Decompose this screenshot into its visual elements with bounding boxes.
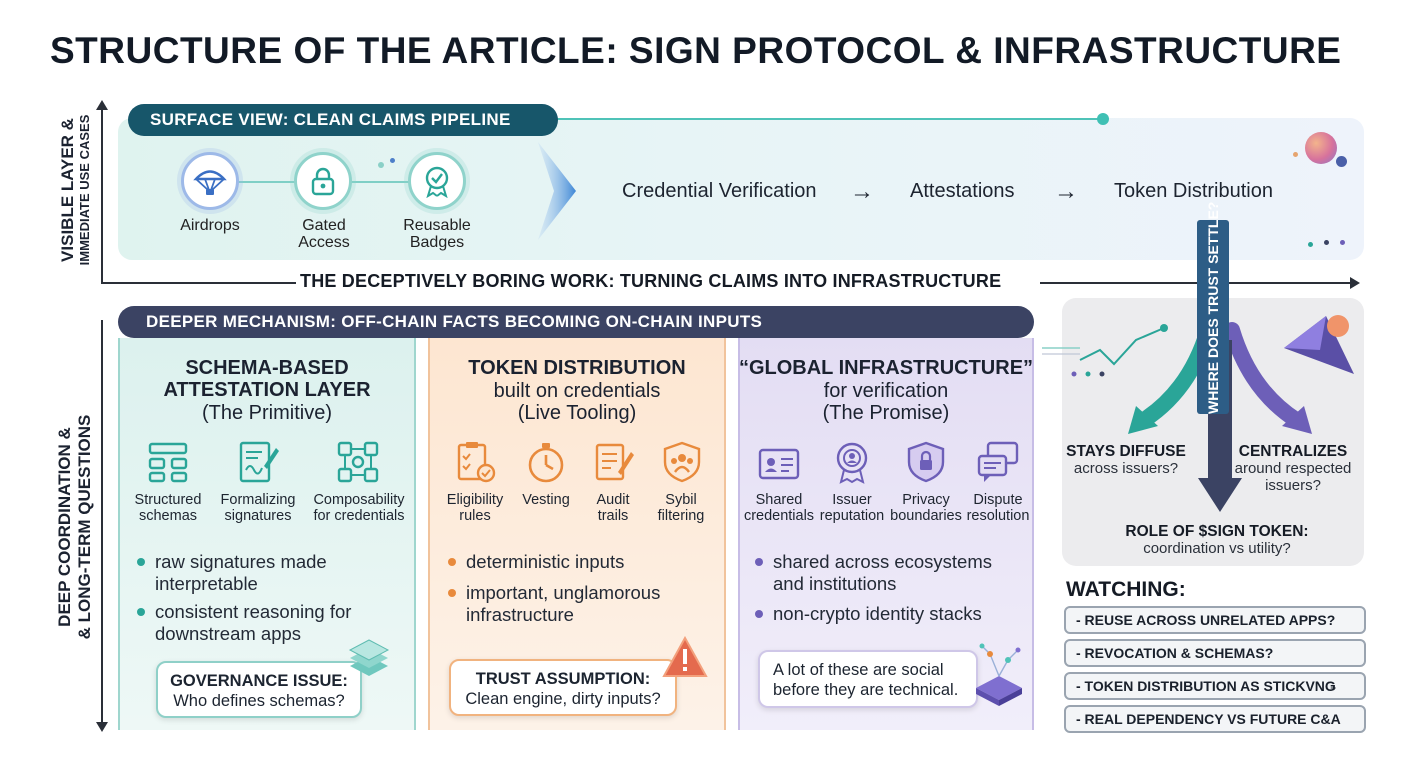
panel2-subheading: built on credentials(Live Tooling)	[428, 380, 726, 424]
warning-icon	[662, 636, 708, 678]
panel3-heading: “GLOBAL INFRASTRUCTURE”	[738, 357, 1034, 379]
hierarchy-icon	[146, 440, 190, 484]
bullet-dot	[448, 558, 456, 566]
composability-icon	[336, 440, 380, 484]
bullet-dot	[448, 589, 456, 597]
flow-step-attestations: Attestations	[910, 180, 1015, 203]
watch-item: - REAL DEPENDENCY VS FUTURE C&A	[1064, 705, 1366, 733]
flow-step-credential-verification: Credential Verification	[622, 180, 817, 203]
parachute-icon	[193, 164, 227, 198]
axis-label-visible-layer: VISIBLE LAYER & IMMEDIATE USE CASES	[58, 80, 98, 300]
use-case-label-reusable-badges: Reusable Badges	[384, 217, 490, 251]
lock-icon	[307, 165, 339, 197]
x-axis-arrowhead	[1350, 277, 1360, 289]
decor-dot	[1308, 242, 1313, 247]
decor-dot	[1324, 240, 1329, 245]
deeper-mechanism-pill: DEEPER MECHANISM: OFF-CHAIN FACTS BECOMI…	[118, 306, 1034, 338]
panel3-subheading: for verification(The Promise)	[738, 380, 1034, 424]
social-before-technical-callout: A lot of these are social before they ar…	[758, 650, 978, 708]
page-title: STRUCTURE OF THE ARTICLE: SIGN PROTOCOL …	[50, 30, 1341, 72]
decor-sphere	[1305, 132, 1337, 164]
use-case-label-gated-access: Gated Access	[275, 217, 373, 251]
sign-token-role-text: ROLE OF $SIGN TOKEN:coordination vs util…	[1108, 523, 1326, 557]
checklist-icon	[453, 440, 497, 484]
bullet-dot	[137, 558, 145, 566]
bullet-dot	[755, 610, 763, 618]
surface-connector-dot	[1097, 113, 1109, 125]
watch-item: - REVOCATION & SCHEMAS?	[1064, 639, 1366, 667]
y-axis-bottom-arrowhead	[96, 722, 108, 732]
award-icon	[830, 440, 874, 484]
signature-icon	[236, 440, 280, 484]
decor-dot	[378, 162, 384, 168]
chevron-right-icon	[530, 136, 580, 246]
surface-connector-line	[556, 118, 1102, 120]
pyramid-decor	[1280, 310, 1360, 380]
panel1-heading: SCHEMA-BASED ATTESTATION LAYER	[118, 357, 416, 401]
bullet-dot	[137, 608, 145, 616]
panel2-heading: TOKEN DISTRIBUTION	[428, 357, 726, 379]
decor-dot	[390, 158, 395, 163]
privacy-shield-icon	[904, 440, 948, 484]
badge-icon	[420, 164, 454, 198]
flow-step-token-distribution: Token Distribution	[1114, 180, 1273, 203]
use-case-reusable-badges	[408, 152, 466, 210]
decor-dot	[1293, 152, 1298, 157]
stopwatch-icon	[524, 440, 568, 484]
shield-people-icon	[660, 440, 704, 484]
network-cube-icon	[968, 640, 1030, 712]
axis-label-deep-coordination: DEEP COORDINATION & & LONG-TERM QUESTION…	[55, 382, 99, 672]
y-axis-arrowhead	[96, 100, 108, 110]
panel3-bullet: non-crypto identity stacks	[773, 603, 1023, 625]
flow-arrow: →	[1054, 178, 1078, 206]
watch-item: - REUSE ACROSS UNRELATED APPS?	[1064, 606, 1366, 634]
id-card-icon	[757, 442, 801, 486]
trust-vertical-label: WHERE DOES TRUST SETTLE?	[1202, 220, 1224, 414]
y-axis-top	[101, 108, 103, 284]
trust-assumption-callout: TRUST ASSUMPTION: Clean engine, dirty in…	[449, 659, 677, 716]
stack-layers-icon	[346, 636, 392, 684]
audit-icon	[592, 440, 636, 484]
use-case-label-airdrops: Airdrops	[155, 217, 265, 234]
decor-dot	[1340, 240, 1345, 245]
chat-bubbles-icon	[976, 440, 1020, 484]
trend-line-decor	[1040, 320, 1170, 380]
governance-issue-callout: GOVERNANCE ISSUE: Who defines schemas?	[156, 661, 362, 718]
surface-view-pill: SURFACE VIEW: CLEAN CLAIMS PIPELINE	[128, 104, 558, 136]
bullet-dot	[755, 558, 763, 566]
watch-item: - TOKEN DISTRIBUTION AS STICKVNǤ	[1064, 672, 1366, 700]
flow-arrow: →	[850, 178, 874, 206]
x-axis	[101, 282, 296, 284]
panel1-subheading: (The Primitive)	[118, 402, 416, 424]
use-case-airdrops	[181, 152, 239, 210]
boring-work-label: THE DECEPTIVELY BORING WORK: TURNING CLA…	[300, 271, 1001, 292]
decor-sphere-small	[1336, 156, 1347, 167]
panel2-bullet: deterministic inputs	[466, 551, 716, 573]
use-case-gated-access	[294, 152, 352, 210]
watching-title: WATCHING:	[1066, 578, 1186, 602]
y-axis-bottom	[101, 320, 103, 724]
